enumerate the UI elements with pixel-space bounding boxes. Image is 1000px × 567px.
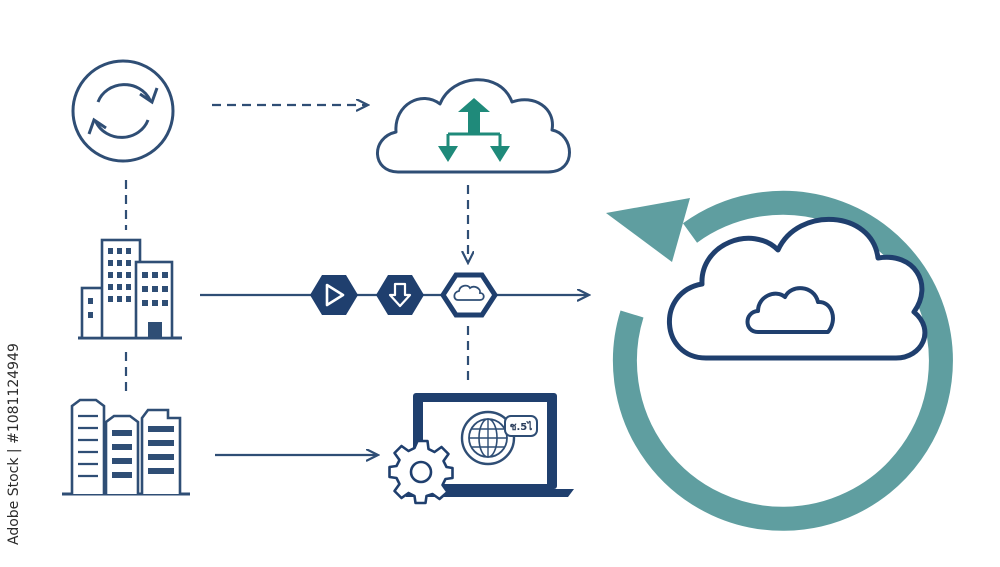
refresh-cloud-icon (606, 190, 953, 531)
download-hexagon-icon (376, 275, 424, 315)
apartment-building-icon (62, 398, 190, 496)
watermark: Adobe Stock | #1081124949 (6, 300, 26, 560)
watermark-text: Adobe Stock | #1081124949 (6, 343, 22, 545)
badge-text: ช.5ไ (510, 420, 533, 433)
badge: ช.5ไ (504, 415, 538, 437)
globe-icon (460, 410, 516, 466)
sync-circle-icon (71, 59, 175, 163)
cloud-upload-icon (376, 78, 571, 174)
gear-icon (388, 439, 454, 505)
cloud-hexagon-icon (440, 272, 498, 318)
office-building-icon (78, 238, 182, 340)
play-hexagon-icon (310, 275, 358, 315)
